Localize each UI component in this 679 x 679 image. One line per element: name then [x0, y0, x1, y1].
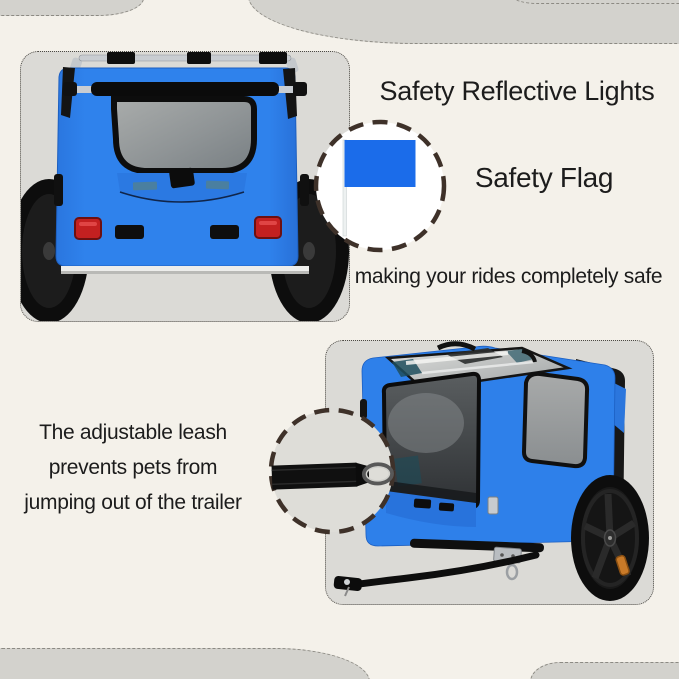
velcro-strap-right — [210, 225, 239, 239]
leash-note: The adjustable leash prevents pets from … — [0, 415, 273, 520]
hitch-bolt-1 — [500, 553, 504, 557]
velcro-strap-left — [115, 225, 144, 239]
reflective-strip-left — [132, 181, 158, 191]
buckle-right — [438, 502, 455, 512]
red-reflector-right — [254, 216, 282, 239]
leash-strap-icon — [268, 407, 396, 535]
flap-edge — [119, 191, 245, 203]
safety-note: making your rides completely safe — [354, 265, 663, 288]
base-rail-shadow — [61, 271, 309, 274]
side-wheel — [571, 475, 649, 601]
wheel-reflector — [615, 554, 630, 576]
red-reflector-left — [74, 217, 102, 240]
left-edge-strap — [360, 399, 367, 419]
leash-note-line2: prevents pets from — [48, 456, 218, 479]
buckle-left — [413, 498, 432, 509]
roof-handle-strap — [436, 341, 477, 352]
leash-ring — [361, 462, 394, 486]
silver-clasp — [487, 496, 499, 515]
front-lower-flap — [386, 491, 476, 527]
decorative-card-top-left — [0, 0, 144, 16]
side-mesh-window — [521, 371, 590, 469]
front-mesh-window — [381, 371, 482, 510]
tow-arm — [348, 551, 540, 589]
window-strap — [169, 167, 195, 189]
roof-side-strap — [521, 349, 537, 363]
leash-webbing — [271, 462, 358, 490]
safety-d-ring — [505, 563, 519, 581]
reflective-lights-label: Safety Reflective Lights — [379, 76, 655, 106]
left-side-strap — [54, 174, 63, 206]
decorative-card-bottom-left — [0, 648, 370, 679]
trailer-side-view-photo — [325, 340, 654, 605]
decorative-card-bottom-right — [530, 662, 679, 679]
decorative-card-top-right — [248, 0, 679, 44]
flag-cloth — [344, 140, 416, 187]
decorative-card-top-right-upper — [512, 0, 679, 4]
reflective-strip-right — [205, 180, 230, 190]
right-corner-trim — [283, 68, 297, 119]
leash-note-line3: jumping out of the trailer — [24, 491, 242, 514]
roll-bar — [63, 82, 307, 96]
safety-flag-label: Safety Flag — [474, 162, 614, 193]
leash-callout — [268, 407, 398, 537]
coupler-clip — [344, 586, 350, 597]
trailer-rear-view-illustration — [21, 52, 349, 321]
rear-mesh-window — [111, 96, 257, 174]
safety-flag-icon — [313, 119, 447, 253]
trailer-side-view-illustration — [333, 341, 649, 601]
coupler-pin — [344, 579, 350, 585]
leash-note-line1: The adjustable leash — [39, 421, 227, 444]
flag-callout — [310, 116, 450, 256]
right-side-strap — [300, 174, 309, 206]
trailer-rear-view-photo — [20, 51, 350, 322]
rear-blue-sliver — [612, 383, 626, 433]
base-rail — [61, 266, 309, 271]
window-flap — [117, 173, 247, 202]
